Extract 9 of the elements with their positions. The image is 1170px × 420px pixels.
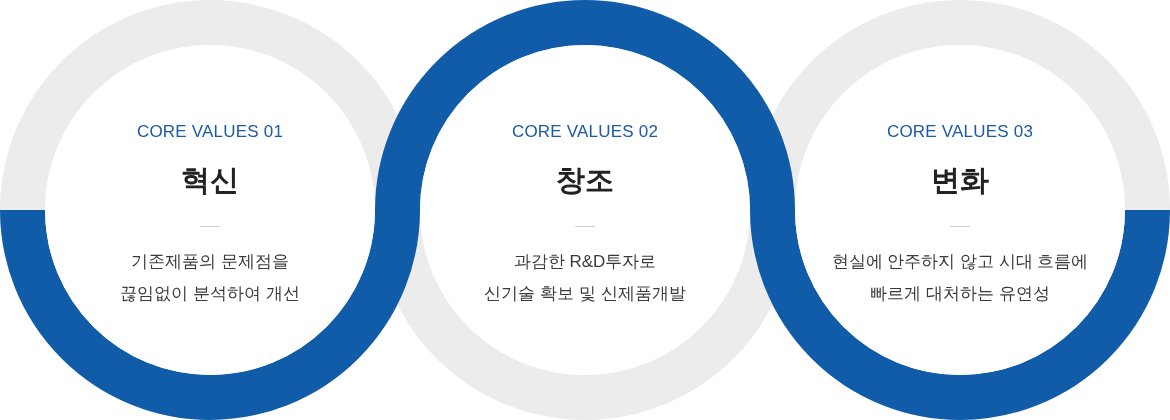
value-description: 기존제품의 문제점을 끊임없이 분석하여 개선 [120, 251, 300, 305]
section-label: CORE VALUES 02 [511, 121, 659, 143]
value-title: 창조 [556, 163, 614, 198]
section-label: CORE VALUES 01 [136, 121, 284, 143]
value-title: 변화 [931, 163, 989, 198]
value-description: 현실에 안주하지 않고 시대 흐름에 빠르게 대처하는 유연성 [831, 251, 1089, 305]
section-label: CORE VALUES 03 [886, 121, 1034, 143]
value-description: 과감한 R&D투자로 신기술 확보 및 신제품개발 [484, 251, 686, 305]
value-title: 혁신 [181, 163, 239, 198]
